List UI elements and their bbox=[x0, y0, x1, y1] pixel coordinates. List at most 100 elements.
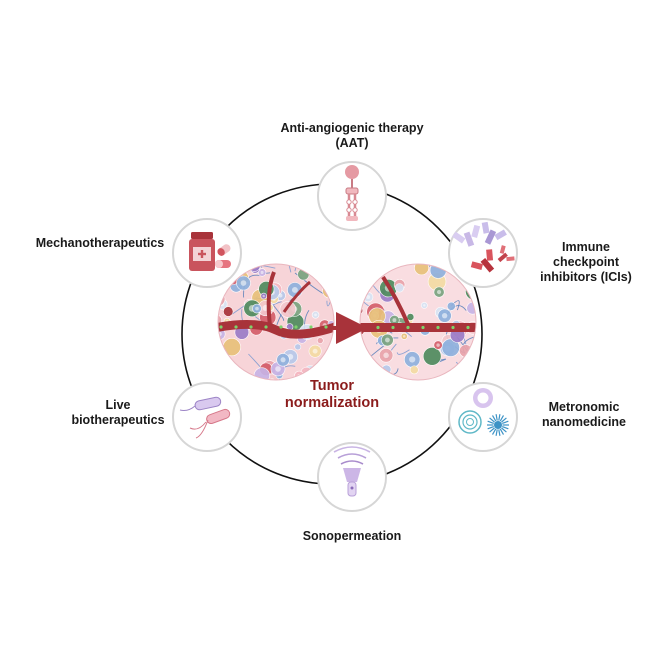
tumor-cell bbox=[220, 363, 232, 374]
ici-label: Immune checkpoint inhibitors (ICIs) bbox=[540, 240, 632, 284]
tumor-fiber bbox=[419, 264, 431, 268]
cell-nucleus bbox=[366, 295, 371, 300]
aat-node bbox=[317, 161, 387, 231]
vessel-branch bbox=[282, 280, 311, 313]
nanoparticle-spike bbox=[487, 425, 494, 430]
tumor-cell bbox=[360, 264, 366, 276]
cell-nucleus bbox=[423, 304, 426, 307]
tumor-cell bbox=[318, 268, 330, 281]
vessel-dot bbox=[361, 325, 365, 330]
cell-nucleus bbox=[332, 351, 334, 355]
cell-nucleus bbox=[218, 354, 221, 359]
cell-nucleus bbox=[383, 352, 389, 359]
cell-nucleus bbox=[329, 366, 334, 371]
nanoparticle-spike bbox=[491, 428, 497, 435]
ici-node bbox=[448, 218, 518, 288]
cell-nucleus bbox=[218, 296, 221, 302]
cell-nucleus bbox=[436, 289, 442, 295]
tumor-fiber bbox=[213, 353, 217, 369]
vessel-dot bbox=[234, 325, 238, 329]
tumor-fiber bbox=[326, 300, 332, 307]
tumor-cell bbox=[247, 378, 255, 380]
antibodies-icon bbox=[452, 221, 515, 273]
cell-nucleus bbox=[275, 366, 281, 372]
vessel-dot bbox=[406, 325, 410, 330]
pill-bottle-icon bbox=[189, 232, 231, 271]
cell-nucleus bbox=[360, 308, 361, 312]
cell-nucleus bbox=[392, 318, 397, 323]
nanoparticle-spike bbox=[501, 427, 507, 433]
cell-nucleus bbox=[402, 335, 406, 338]
mechano-node bbox=[172, 218, 242, 288]
tumor-fiber bbox=[396, 349, 410, 355]
tumor-cell bbox=[327, 355, 334, 372]
tumor-cell bbox=[329, 348, 334, 358]
tumor-cell bbox=[223, 306, 234, 317]
tumor-cell bbox=[312, 269, 322, 278]
live-label: Live biotherapeutics bbox=[71, 398, 165, 427]
sono-label: Sonopermeation bbox=[302, 529, 402, 543]
tumor-fiber bbox=[360, 267, 372, 283]
vessel-branch bbox=[381, 275, 410, 325]
vessel-branch bbox=[266, 271, 276, 327]
tumor-cell bbox=[253, 367, 270, 380]
cell-nucleus bbox=[262, 294, 265, 298]
ultrasound-probe-icon bbox=[333, 446, 371, 497]
cell-nucleus bbox=[314, 313, 317, 317]
cell-nucleus bbox=[409, 356, 416, 363]
cell-nucleus bbox=[260, 270, 264, 274]
cell-nucleus bbox=[291, 286, 298, 293]
blood-vessel bbox=[360, 323, 476, 332]
vessel-dot bbox=[279, 325, 283, 329]
cell-nucleus bbox=[315, 271, 319, 275]
tumor-cell bbox=[222, 338, 241, 357]
nanoparticle-spike bbox=[487, 420, 494, 425]
vessel-dot bbox=[309, 325, 313, 329]
tumor-cell bbox=[360, 355, 366, 370]
cell-nucleus bbox=[360, 359, 362, 366]
tumor-cell bbox=[218, 369, 235, 380]
metronomic-node bbox=[448, 382, 518, 452]
tumor-cell bbox=[446, 301, 456, 311]
nanoparticle-spike bbox=[495, 429, 498, 436]
cell-nucleus bbox=[385, 337, 390, 343]
cell-nucleus bbox=[329, 365, 333, 369]
tumor-cell bbox=[326, 362, 334, 372]
sono-node bbox=[317, 442, 387, 512]
cell-nucleus bbox=[280, 357, 286, 363]
tumor-cell bbox=[218, 350, 224, 363]
nanoparticle-spike bbox=[499, 415, 505, 422]
vessel-dot bbox=[421, 325, 425, 330]
tumor-cell bbox=[294, 343, 302, 351]
tumor-cell bbox=[316, 337, 324, 344]
tumor-fiber bbox=[294, 264, 298, 272]
tumor-normalization-label: Tumor normalization bbox=[284, 378, 380, 411]
tumor-fiber bbox=[390, 242, 399, 263]
tumor-cell bbox=[326, 362, 334, 375]
cell-nucleus bbox=[312, 348, 318, 354]
nanoparticle-spike bbox=[498, 429, 501, 436]
nanoparticle-spike bbox=[502, 425, 509, 430]
cell-nucleus bbox=[441, 312, 448, 319]
vessel-dot bbox=[294, 325, 298, 329]
tumor-fiber bbox=[223, 361, 232, 370]
tumor-cell bbox=[409, 365, 419, 375]
tumor-cell bbox=[422, 347, 442, 366]
vessel-dot bbox=[391, 325, 395, 330]
cell-nucleus bbox=[269, 378, 275, 380]
mechano-label: Mechanotherapeutics bbox=[35, 236, 165, 250]
vessel-dot bbox=[324, 325, 328, 329]
cell-nucleus bbox=[255, 306, 259, 311]
antibody-receptor-icon bbox=[345, 165, 359, 221]
cell-nucleus bbox=[328, 264, 332, 265]
vessel-dot bbox=[249, 325, 253, 329]
cell-nucleus bbox=[373, 370, 380, 377]
live-node bbox=[172, 382, 242, 452]
aat-label: Anti-angiogenic therapy (AAT) bbox=[280, 121, 424, 150]
bacteria-icon bbox=[179, 396, 231, 439]
vessel-dot bbox=[264, 325, 268, 329]
cell-nucleus bbox=[299, 264, 303, 266]
tumor-fiber bbox=[284, 264, 292, 273]
vessel-dot bbox=[219, 325, 223, 329]
